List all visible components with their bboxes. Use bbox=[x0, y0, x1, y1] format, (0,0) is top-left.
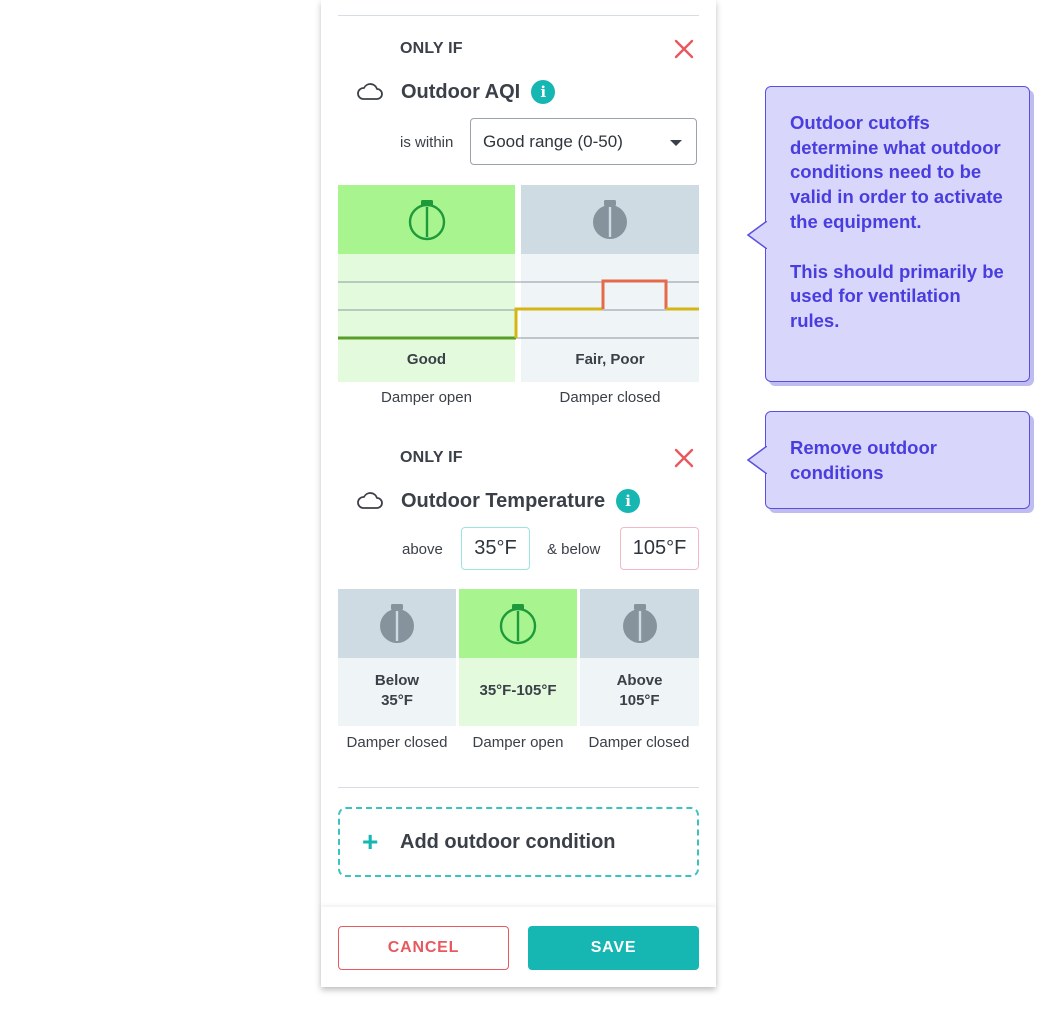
below-label: & below bbox=[547, 541, 601, 558]
save-button[interactable]: SAVE bbox=[528, 926, 699, 970]
callout-remove-text: Remove outdoor conditions bbox=[790, 437, 937, 483]
add-outdoor-condition-button[interactable]: + Add outdoor condition bbox=[338, 807, 699, 877]
temp-tile-below[interactable]: Below 35°F bbox=[338, 589, 456, 726]
above-label: above bbox=[402, 541, 443, 558]
below-temp-input[interactable]: 105°F bbox=[620, 527, 699, 570]
temp-tile-above-label: Above 105°F bbox=[580, 671, 699, 711]
add-outdoor-condition-label: Add outdoor condition bbox=[400, 830, 616, 853]
above-temp-input[interactable]: 35°F bbox=[461, 527, 530, 570]
aqi-condition-title: Outdoor AQI i bbox=[356, 80, 556, 104]
temp-below-caption: Damper closed bbox=[346, 734, 448, 751]
callout-cutoffs-text-2: This should primarily be used for ventil… bbox=[790, 260, 1004, 331]
callout-outdoor-cutoffs: Outdoor cutoffs determine what outdoor c… bbox=[747, 86, 1030, 382]
rule-editor-panel: ONLY IF Outdoor AQI i is within Good ran… bbox=[321, 0, 716, 987]
callout-cutoffs-text-1: Outdoor cutoffs determine what outdoor c… bbox=[790, 112, 1003, 232]
temp-range-caption: Damper open bbox=[472, 734, 564, 751]
aqi-level-graph bbox=[338, 279, 699, 340]
aqi-only-if-label: ONLY IF bbox=[400, 40, 463, 57]
temp-tile-range[interactable]: 35°F-105°F bbox=[459, 589, 577, 726]
damper-icon bbox=[622, 603, 657, 643]
info-icon[interactable]: i bbox=[616, 489, 641, 513]
temp-tile-below-line1: Below bbox=[374, 672, 420, 689]
temp-above-caption: Damper closed bbox=[588, 734, 690, 751]
cancel-button[interactable]: CANCEL bbox=[338, 926, 509, 970]
aqi-good-caption: Damper open bbox=[381, 389, 472, 406]
aqi-range-select-value: Good range (0-50) bbox=[483, 131, 623, 151]
aqi-tile-fair-poor-label: Fair, Poor bbox=[575, 351, 645, 368]
callout-remove-conditions: Remove outdoor conditions bbox=[747, 411, 1030, 509]
damper-icon bbox=[593, 199, 627, 239]
info-icon[interactable]: i bbox=[531, 80, 556, 104]
aqi-condition-name: Outdoor AQI bbox=[401, 80, 521, 103]
temp-only-if-label: ONLY IF bbox=[400, 449, 463, 466]
aqi-range-select[interactable]: Good range (0-50) bbox=[470, 118, 697, 165]
callout-arrow bbox=[747, 446, 767, 474]
temp-tile-above-line1: Above bbox=[616, 672, 663, 689]
temp-tile-above-line2: 105°F bbox=[619, 692, 660, 709]
aqi-tile-good[interactable]: Good bbox=[338, 185, 515, 382]
temp-tile-below-line2: 35°F bbox=[381, 692, 413, 709]
footer-bar: CANCEL SAVE bbox=[321, 907, 716, 987]
aqi-fair-poor-caption: Damper closed bbox=[559, 389, 661, 406]
damper-icon bbox=[408, 199, 445, 240]
damper-icon bbox=[499, 603, 537, 644]
damper-icon bbox=[380, 603, 414, 643]
plus-icon: + bbox=[362, 826, 379, 857]
is-within-label: is within bbox=[400, 134, 454, 151]
aqi-tile-good-label: Good bbox=[406, 351, 447, 368]
close-icon[interactable] bbox=[673, 447, 695, 469]
temp-condition-name: Outdoor Temperature bbox=[401, 489, 606, 512]
cloud-icon bbox=[357, 492, 383, 509]
close-icon[interactable] bbox=[673, 38, 695, 60]
temp-condition-title: Outdoor Temperature i bbox=[356, 489, 641, 513]
aqi-tile-fair-poor[interactable]: Fair, Poor bbox=[521, 185, 699, 382]
divider bbox=[338, 787, 699, 788]
temp-tile-above[interactable]: Above 105°F bbox=[580, 589, 699, 726]
cloud-icon bbox=[357, 83, 383, 100]
temp-tile-below-label: Below 35°F bbox=[338, 671, 456, 711]
chevron-down-icon bbox=[670, 140, 682, 146]
divider bbox=[338, 15, 699, 16]
callout-arrow bbox=[747, 221, 767, 249]
temp-tile-range-label: 35°F-105°F bbox=[479, 682, 557, 699]
